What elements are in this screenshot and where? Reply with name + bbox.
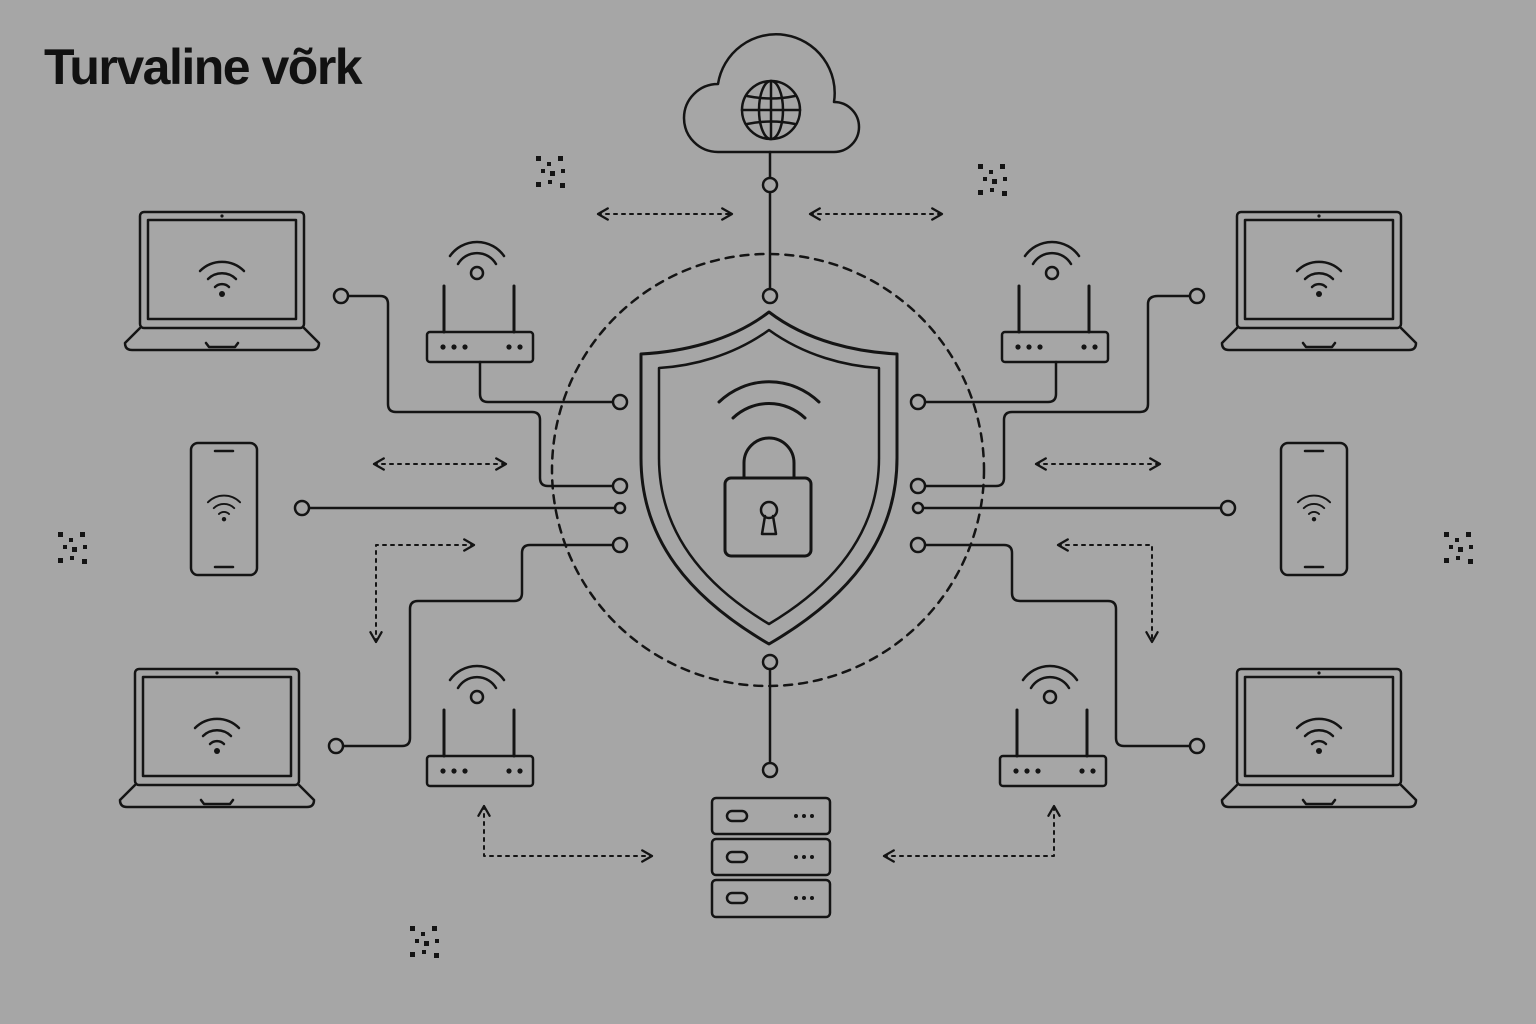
wifi-router-icon (998, 664, 1108, 788)
cloud-globe-icon (682, 33, 861, 154)
laptop-wifi-icon (1222, 669, 1416, 807)
wifi-router-icon (425, 664, 535, 788)
phone-wifi-icon (1281, 443, 1347, 575)
laptop-wifi-icon (120, 669, 314, 807)
phone-wifi-icon (191, 443, 257, 575)
server-stack-icon (710, 796, 832, 919)
connection-lines (300, 150, 1230, 772)
laptop-wifi-icon (1222, 212, 1416, 350)
laptop-wifi-icon (125, 212, 319, 350)
secure-perimeter-circle (550, 252, 986, 688)
wifi-router-icon (425, 240, 535, 364)
connection-ports (293, 176, 1237, 779)
wifi-router-icon (1000, 240, 1110, 364)
shield-lock-icon (639, 310, 899, 646)
data-flow-arrows (369, 207, 1162, 863)
page-title: Turvaline võrk (44, 39, 363, 95)
